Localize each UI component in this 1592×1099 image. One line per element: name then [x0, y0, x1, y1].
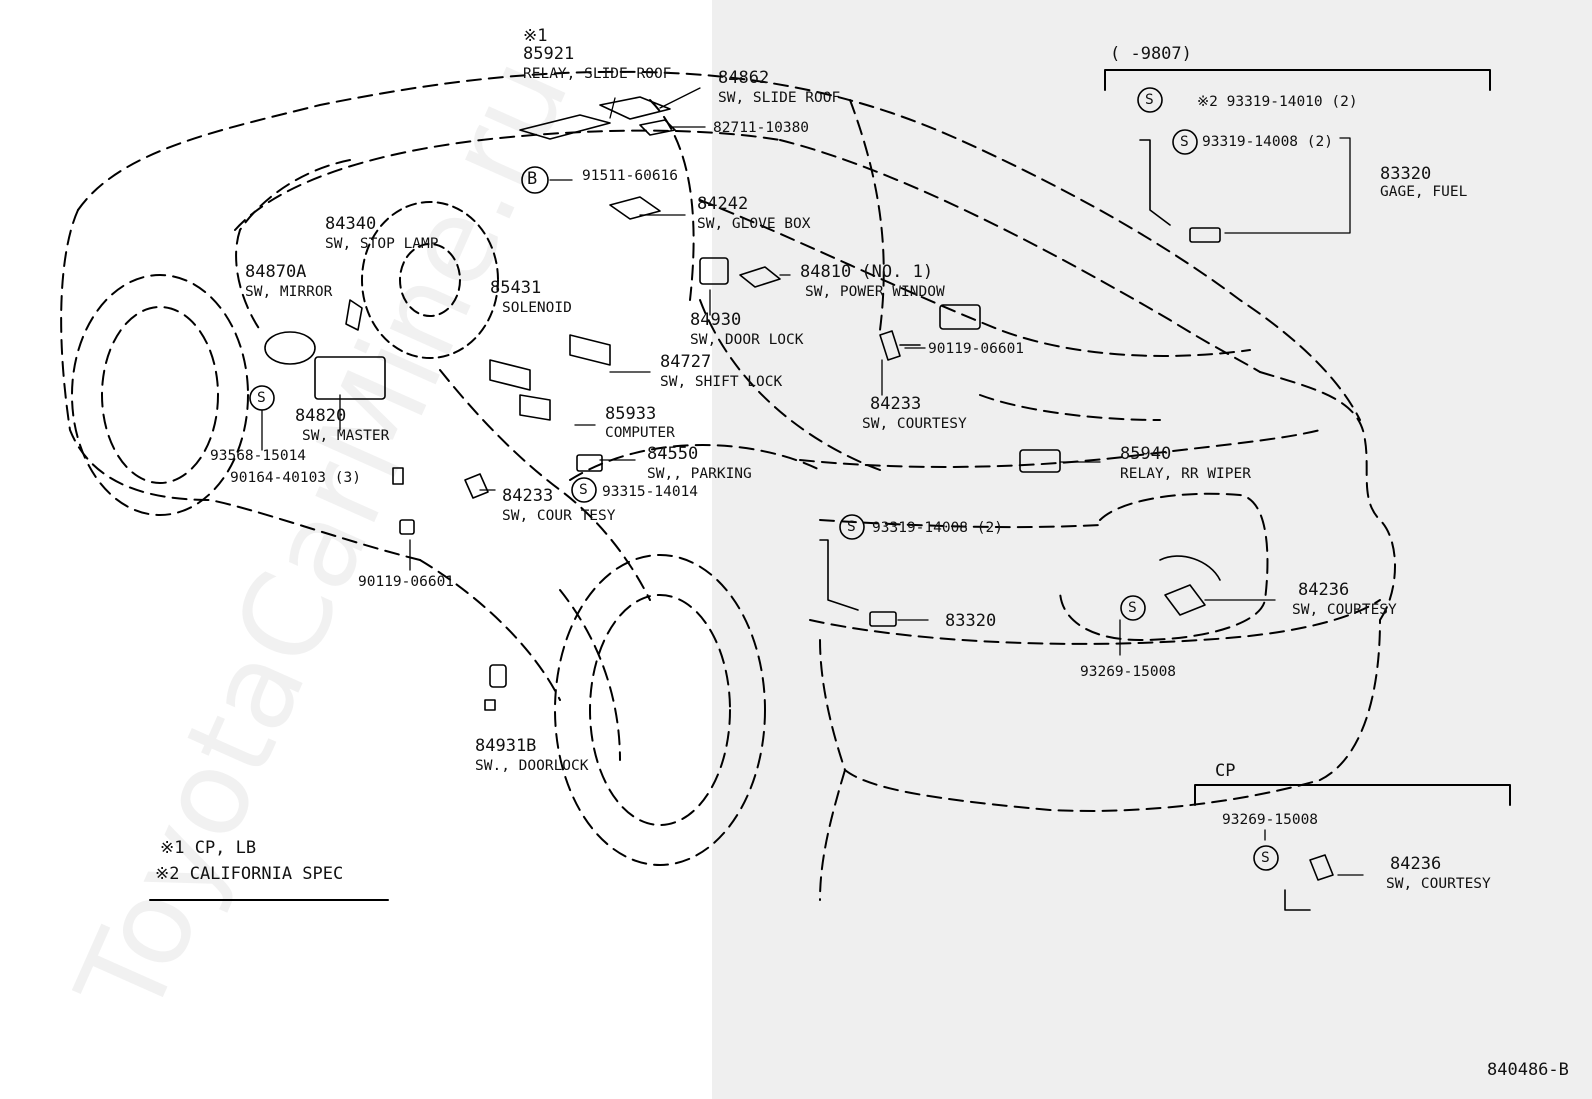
wheels	[71, 274, 766, 866]
parking-switch-name: SW,, PARKING	[647, 466, 752, 482]
part-90164: 90164-40103 (3)	[230, 470, 361, 486]
slide-roof-switch-number: 84862	[718, 68, 770, 88]
power-window-switch-number: 84810 (NO. 1)	[800, 262, 934, 282]
stop-lamp-switch-number: 84340	[325, 214, 377, 234]
part-90119-right: 90119-06601	[928, 341, 1025, 357]
marker-s-inset-2: S	[1180, 134, 1189, 150]
marker-s-93319-rear: S	[847, 519, 856, 535]
inset-cp-courtesy-number: 84236	[1390, 854, 1442, 874]
inset-top-fuel-gage-name: GAGE, FUEL	[1380, 184, 1468, 200]
mirror-switch-number: 84870A	[245, 262, 307, 282]
glove-box-switch-number: 84242	[697, 194, 749, 214]
door-lock-switch-name: SW, DOOR LOCK	[690, 332, 804, 348]
courtesy-switch-rear-name: SW, COURTESY	[1292, 602, 1397, 618]
legend-note-2: ※2 CALIFORNIA SPEC	[155, 864, 344, 884]
inset-cp-part-1: 93269-15008	[1222, 812, 1319, 828]
inset-brackets	[149, 69, 1511, 901]
marker-s-cp: S	[1261, 850, 1270, 866]
solenoid-name: SOLENOID	[502, 300, 572, 316]
marker-s-inset-1: S	[1145, 92, 1154, 108]
rr-wiper-relay-number: 85940	[1120, 444, 1172, 464]
mirror-switch-name: SW, MIRROR	[245, 284, 333, 300]
diagram-id: 840486-B	[1487, 1060, 1569, 1080]
parking-switch-number: 84550	[647, 444, 699, 464]
inset-top-fuel-gage-number: 83320	[1380, 164, 1432, 184]
courtesy-switch-left-number: 84233	[502, 486, 554, 506]
master-switch-number: 84820	[295, 406, 347, 426]
part-93269-rear: 93269-15008	[1080, 664, 1177, 680]
part-93319-rear: 93319-14008 (2)	[872, 520, 1003, 536]
right-panel-background	[712, 0, 1592, 1099]
marker-b: B	[527, 169, 538, 189]
slide-roof-relay-note: ※1	[523, 26, 548, 46]
steering-wheel	[361, 201, 499, 359]
master-switch-name: SW, MASTER	[302, 428, 390, 444]
courtesy-switch-mid-number: 84233	[870, 394, 922, 414]
inset-top-part-1: ※2 93319-14010 (2)	[1197, 94, 1358, 110]
leader-lines	[261, 87, 1364, 876]
courtesy-switch-mid-name: SW, COURTESY	[862, 416, 967, 432]
courtesy-switch-left-name: SW, COUR TESY	[502, 508, 616, 524]
doorlock-switch-number: 84931B	[475, 736, 537, 756]
shift-lock-switch-name: SW, SHIFT LOCK	[660, 374, 783, 390]
inset-cp-courtesy-name: SW, COURTESY	[1386, 876, 1491, 892]
marker-s-93315: S	[579, 482, 588, 498]
glove-box-switch-name: SW, GLOVE BOX	[697, 216, 811, 232]
part-93568: 93568-15014	[210, 448, 307, 464]
power-window-switch-name: SW, POWER WINDOW	[805, 284, 945, 300]
part-sketches	[264, 96, 1334, 911]
computer-name: COMPUTER	[605, 425, 675, 441]
computer-number: 85933	[605, 404, 657, 424]
car-body-outline	[60, 70, 1396, 901]
slide-roof-relay-name: RELAY, SLIDE ROOF	[523, 66, 672, 82]
slide-roof-switch-name: SW, SLIDE ROOF	[718, 90, 841, 106]
marker-s-93269-rear: S	[1128, 600, 1137, 616]
inset-cp-title: CP	[1215, 761, 1236, 781]
stop-lamp-switch-name: SW, STOP LAMP	[325, 236, 439, 252]
part-82711: 82711-10380	[713, 120, 810, 136]
solenoid-number: 85431	[490, 278, 542, 298]
inset-top-part-2: 93319-14008 (2)	[1202, 134, 1333, 150]
rr-wiper-relay-name: RELAY, RR WIPER	[1120, 466, 1251, 482]
marker-s-93568: S	[257, 390, 266, 406]
door-lock-switch-number: 84930	[690, 310, 742, 330]
fuel-gage-rear-number: 83320	[945, 611, 997, 631]
legend-note-1: ※1 CP, LB	[160, 838, 257, 858]
part-93315: 93315-14014	[602, 484, 699, 500]
shift-lock-switch-number: 84727	[660, 352, 712, 372]
courtesy-switch-rear-number: 84236	[1298, 580, 1350, 600]
slide-roof-relay-number: 85921	[523, 44, 575, 64]
inset-top-title: ( -9807)	[1110, 44, 1192, 64]
left-panel-background	[0, 0, 712, 1099]
part-91511: 91511-60616	[582, 168, 679, 184]
doorlock-switch-name: SW., DOORLOCK	[475, 758, 589, 774]
circle-markers	[249, 87, 1279, 871]
part-90119-left: 90119-06601	[358, 574, 455, 590]
